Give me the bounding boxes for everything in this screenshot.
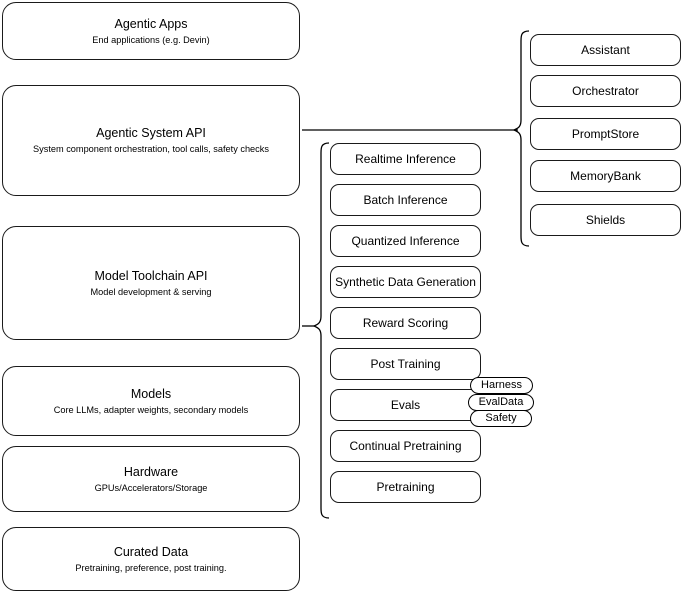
capability-box-evals[interactable]: Evals — [330, 389, 481, 421]
right-column-brace — [512, 30, 530, 247]
capability-title: Continual Pretraining — [349, 439, 462, 453]
capability-title: Post Training — [370, 357, 441, 371]
layer-box-curated-data[interactable]: Curated Data Pretraining, preference, po… — [2, 527, 300, 591]
layer-subtitle: Pretraining, preference, post training. — [75, 562, 227, 573]
component-box-orchestrator[interactable]: Orchestrator — [530, 75, 681, 107]
capability-title: Evals — [390, 398, 421, 412]
evals-badge-harness[interactable]: Harness — [470, 377, 533, 394]
layer-subtitle: System component orchestration, tool cal… — [33, 144, 269, 154]
component-box-assistant[interactable]: Assistant — [530, 34, 681, 66]
layer-box-agentic-system-api[interactable]: Agentic System API System component orch… — [2, 85, 300, 196]
capability-box-realtime-inference[interactable]: Realtime Inference — [330, 143, 481, 175]
layer-title: Curated Data — [113, 544, 189, 559]
component-title: PromptStore — [571, 127, 640, 141]
layer-title: Models — [130, 386, 172, 401]
layer-box-agentic-apps[interactable]: Agentic Apps End applications (e.g. Devi… — [2, 2, 300, 60]
layer-box-models[interactable]: Models Core LLMs, adapter weights, secon… — [2, 366, 300, 436]
layer-title: Hardware — [123, 464, 179, 479]
component-box-memorybank[interactable]: MemoryBank — [530, 160, 681, 192]
evals-badge-label: Harness — [481, 379, 522, 391]
middle-column-brace — [312, 142, 330, 519]
layer-title: Agentic Apps — [114, 16, 188, 31]
layer-title: Model Toolchain API — [94, 268, 208, 283]
evals-badge-evaldata[interactable]: EvalData — [468, 394, 534, 411]
capability-title: Batch Inference — [363, 193, 448, 207]
capability-title: Pretraining — [376, 480, 435, 494]
component-box-shields[interactable]: Shields — [530, 204, 681, 236]
evals-badge-label: EvalData — [478, 396, 524, 408]
capability-box-synthetic-data-generation[interactable]: Synthetic Data Generation — [330, 266, 481, 298]
capability-title: Reward Scoring — [362, 316, 449, 330]
layer-subtitle: End applications (e.g. Devin) — [92, 34, 210, 45]
capability-title: Quantized Inference — [351, 234, 460, 248]
capability-box-batch-inference[interactable]: Batch Inference — [330, 184, 481, 216]
capability-box-pretraining[interactable]: Pretraining — [330, 471, 481, 503]
layer-box-model-toolchain-api[interactable]: Model Toolchain API Model development & … — [2, 226, 300, 340]
layer-subtitle: GPUs/Accelerators/Storage — [94, 482, 208, 493]
component-title: Assistant — [581, 43, 630, 57]
capability-title: Synthetic Data Generation — [335, 275, 476, 289]
component-title: Orchestrator — [572, 84, 639, 98]
component-title: Shields — [585, 213, 626, 227]
layer-box-hardware[interactable]: Hardware GPUs/Accelerators/Storage — [2, 446, 300, 512]
capability-box-quantized-inference[interactable]: Quantized Inference — [330, 225, 481, 257]
capability-box-reward-scoring[interactable]: Reward Scoring — [330, 307, 481, 339]
layer-subtitle: Model development & serving — [90, 286, 212, 297]
evals-badge-label: Safety — [485, 412, 517, 424]
capability-title: Realtime Inference — [355, 152, 456, 166]
component-box-promptstore[interactable]: PromptStore — [530, 118, 681, 150]
capability-box-continual-pretraining[interactable]: Continual Pretraining — [330, 430, 481, 462]
component-title: MemoryBank — [570, 169, 641, 183]
evals-badge-safety[interactable]: Safety — [470, 410, 532, 427]
layer-subtitle: Core LLMs, adapter weights, secondary mo… — [53, 404, 249, 415]
capability-box-post-training[interactable]: Post Training — [330, 348, 481, 380]
layer-title: Agentic System API — [96, 126, 206, 140]
